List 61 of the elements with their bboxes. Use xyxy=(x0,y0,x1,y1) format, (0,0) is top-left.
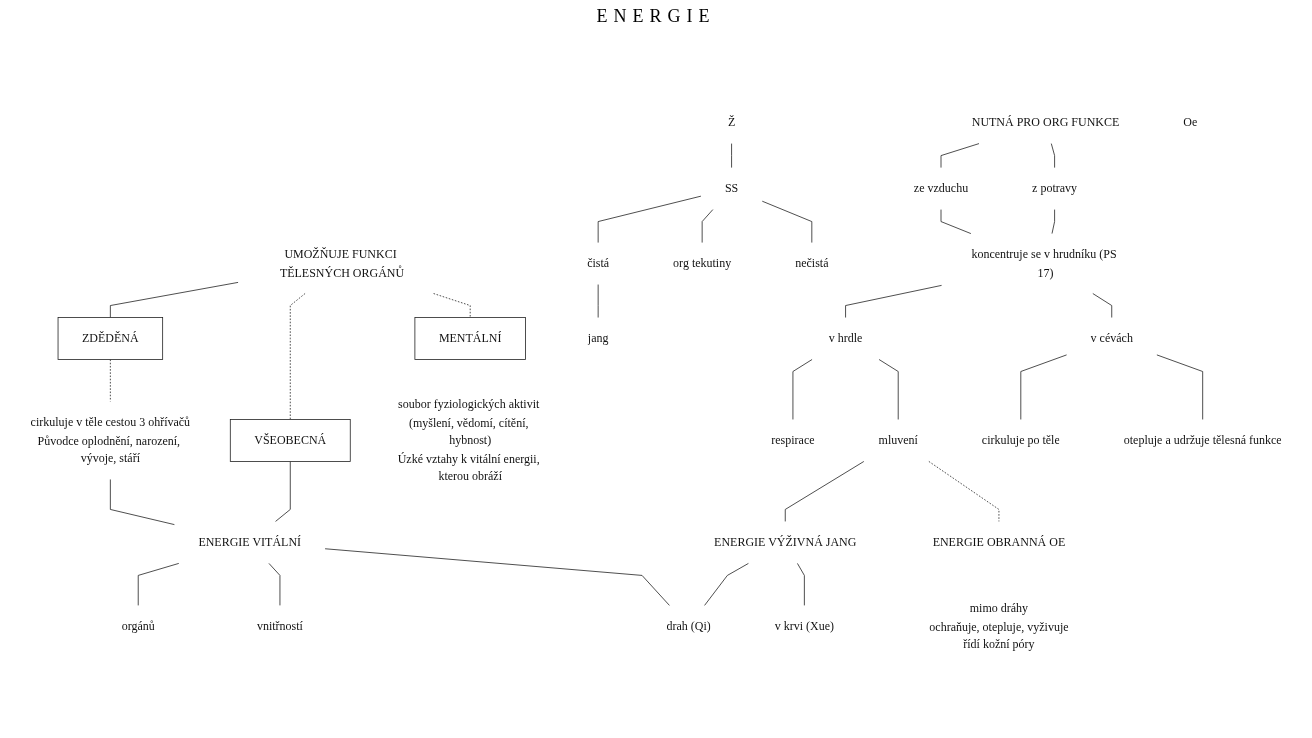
connector xyxy=(731,143,732,168)
connector xyxy=(1092,293,1113,318)
node-text: ENERGIE OBRANNÁ OE xyxy=(932,535,1066,549)
node-label: soubor fyziologických aktivit (myšlení, vědomí, cítění, hybnost) xyxy=(398,397,540,447)
node-text: drah (Qi) xyxy=(666,619,711,633)
node-text: SS xyxy=(724,181,739,195)
node-text: mluvení xyxy=(878,433,918,447)
node-box: MENTÁLNÍ xyxy=(414,317,526,360)
connector xyxy=(433,293,471,318)
node-label: Úzké vztahy k vitální energii, kterou obráží xyxy=(397,451,540,483)
diagram-title: ENERGIE xyxy=(596,6,716,27)
node-text: čistá xyxy=(587,256,610,270)
node-label: řídí kožní póry xyxy=(963,637,1035,651)
connector xyxy=(761,200,813,243)
node-box: VŠEOBECNÁ xyxy=(229,419,351,462)
connector xyxy=(940,143,980,168)
node-label: ochraňuje, otepluje, vyživuje xyxy=(929,619,1069,633)
connector xyxy=(928,461,1000,522)
node-text: cirkuluje po těle xyxy=(981,433,1060,447)
connector xyxy=(109,479,175,525)
node-text: NUTNÁ PRO ORG FUNKCE xyxy=(971,116,1120,129)
connector xyxy=(792,359,813,420)
connector xyxy=(940,209,972,234)
connector xyxy=(109,359,111,402)
node-text: Oe xyxy=(1183,116,1198,129)
node-text: v krvi (Xue) xyxy=(774,619,835,633)
node-text: koncentruje se v hrudníku (PS 17) xyxy=(971,247,1117,279)
connector xyxy=(324,548,670,606)
connector xyxy=(268,563,281,606)
connector xyxy=(289,293,306,420)
node-text: v cévách xyxy=(1090,331,1133,345)
node-text: ze vzduchu xyxy=(913,181,969,195)
node-text: Ž xyxy=(727,116,736,129)
node-text: vnitřností xyxy=(256,619,303,633)
node-text: jang xyxy=(587,331,609,345)
connector xyxy=(878,359,899,420)
connector xyxy=(1050,143,1055,168)
connector xyxy=(597,195,702,243)
node-text: otepluje a udržuje tělesná funkce xyxy=(1123,433,1282,447)
node-text: ENERGIE VITÁLNÍ xyxy=(198,535,302,549)
connector xyxy=(275,461,291,522)
node-text: org tekutiny xyxy=(673,256,732,270)
connector xyxy=(1020,354,1067,420)
node-text: respirace xyxy=(771,433,815,447)
node-text: z potravy xyxy=(1032,181,1078,195)
node-text: v hrdle xyxy=(828,331,863,345)
connector xyxy=(784,461,865,522)
node-text: orgánů xyxy=(121,619,155,633)
connector xyxy=(797,563,805,606)
node-text: cirkuluje v těle cestou 3 ohřívačů Původce oplodnění, narození, vývoje, stáří xyxy=(30,415,191,465)
node-text: nečistá xyxy=(795,256,829,270)
connector xyxy=(704,563,749,606)
connector xyxy=(845,285,942,318)
node-label: mimo dráhy xyxy=(969,601,1029,615)
node-text: ENERGIE VÝŽIVNÁ JANG xyxy=(714,535,857,549)
connector xyxy=(1156,354,1204,420)
connector xyxy=(701,209,714,243)
connector xyxy=(1051,209,1055,234)
connector xyxy=(109,282,239,318)
node-text: UMOŽŇUJE FUNKCI TĚLESNÝCH ORGÁNŮ xyxy=(279,247,405,279)
node-box: ZDĚDĚNÁ xyxy=(57,317,164,360)
